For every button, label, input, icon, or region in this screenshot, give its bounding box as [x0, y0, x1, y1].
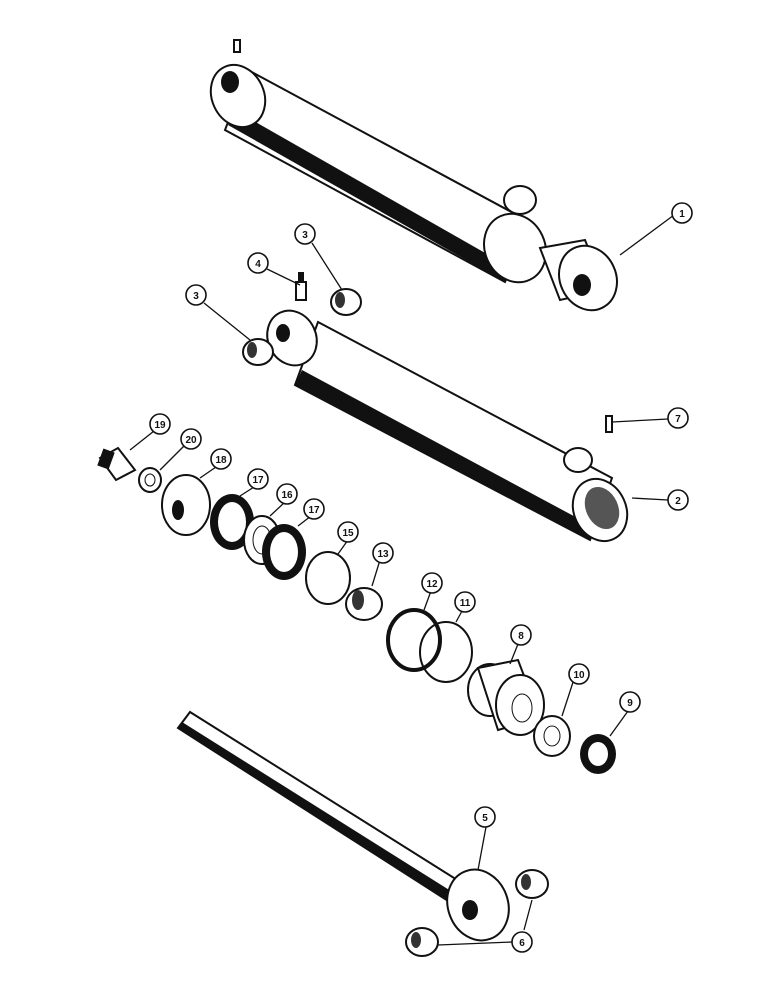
callout-9: 9 — [619, 691, 641, 713]
svg-text:17: 17 — [308, 505, 320, 516]
bushing-part-13 — [345, 587, 383, 621]
callout-18: 18 — [210, 448, 232, 470]
svg-text:8: 8 — [518, 631, 524, 642]
wiper-part-9 — [580, 734, 616, 774]
svg-text:1: 1 — [679, 209, 685, 220]
piston-head-part-18 — [161, 474, 211, 536]
grease-fitting-part-4 — [295, 272, 307, 301]
svg-text:10: 10 — [573, 670, 585, 681]
svg-text:2: 2 — [675, 496, 681, 507]
callout-11: 11 — [454, 591, 476, 613]
callout-15: 15 — [337, 521, 359, 543]
callout-13: 13 — [372, 542, 394, 564]
cylinder-assembly — [209, 39, 618, 312]
svg-text:7: 7 — [675, 414, 681, 425]
callout-8: 8 — [510, 624, 532, 646]
bushing-part-6a — [405, 927, 439, 957]
bushing-part-3b — [330, 288, 362, 316]
bushing-part-3a — [242, 338, 274, 366]
svg-text:12: 12 — [426, 579, 438, 590]
svg-text:19: 19 — [154, 420, 166, 431]
seal-part-17a — [210, 494, 254, 550]
svg-text:4: 4 — [255, 259, 261, 270]
svg-text:13: 13 — [377, 549, 389, 560]
bolt-part-19 — [97, 446, 137, 482]
seal-part-17b — [262, 524, 306, 580]
cylinder-tube — [266, 309, 629, 543]
bushing-part-6b — [515, 869, 549, 899]
callout-7: 7 — [667, 407, 689, 429]
callout-4: 4 — [247, 252, 269, 274]
svg-text:3: 3 — [193, 291, 199, 302]
svg-text:16: 16 — [281, 490, 293, 501]
svg-text:15: 15 — [342, 528, 354, 539]
svg-text:20: 20 — [185, 435, 197, 446]
callout-3a: 3 — [185, 284, 207, 306]
leader-lines — [129, 214, 675, 946]
o-ring-part-12 — [386, 608, 442, 672]
svg-text:17: 17 — [252, 475, 264, 486]
svg-text:11: 11 — [460, 598, 471, 609]
seal-part-10 — [533, 715, 571, 757]
piston-rod-part-5 — [176, 710, 510, 942]
set-screw-part-7 — [605, 415, 613, 433]
callout-17a: 17 — [247, 468, 269, 490]
callout-19: 19 — [149, 413, 171, 435]
callout-20: 20 — [180, 428, 202, 450]
svg-text:3: 3 — [302, 230, 308, 241]
svg-text:5: 5 — [482, 813, 488, 824]
callout-10: 10 — [568, 663, 590, 685]
callout-16: 16 — [276, 483, 298, 505]
callout-17b: 17 — [303, 498, 325, 520]
gland-part-8 — [467, 658, 545, 736]
svg-text:18: 18 — [215, 455, 227, 466]
callout-3b: 3 — [294, 223, 316, 245]
washer-part-15 — [305, 551, 351, 605]
callout-12: 12 — [421, 572, 443, 594]
svg-text:9: 9 — [627, 698, 633, 709]
washer-part-20 — [138, 467, 162, 493]
callout-2: 2 — [667, 489, 689, 511]
callout-6: 6 — [511, 931, 533, 953]
svg-text:6: 6 — [519, 938, 525, 949]
backup-ring-part-11 — [419, 621, 473, 683]
callout-1: 1 — [671, 202, 693, 224]
callout-5: 5 — [474, 806, 496, 828]
